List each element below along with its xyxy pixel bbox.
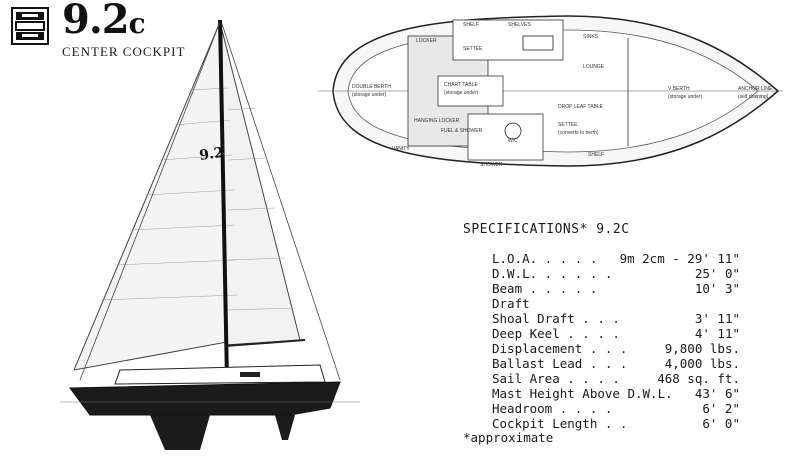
plan-label-v-berth-sub: (storage under) <box>668 94 703 100</box>
spec-label: Headroom . . . . <box>492 401 613 416</box>
backstay <box>221 23 341 381</box>
plan-label-drop-leaf-table: DROP LEAF TABLE <box>558 104 604 110</box>
plan-label-fuel-shower: FUEL & SHOWER <box>441 128 483 134</box>
hull-plan-outline <box>318 15 783 167</box>
plan-label-lounge: LOUNGE <box>583 64 605 70</box>
sail-number: 9.2 <box>198 145 224 164</box>
plan-label-double-berth: DOUBLE BERTH <box>352 84 391 90</box>
brand-logo <box>11 7 49 45</box>
plan-label-settee-2: SETTEE <box>558 122 578 128</box>
specifications-list: L.O.A. . . . .9m 2cm - 29' 11"D.W.L. . .… <box>492 251 740 431</box>
interior-plan: LOCKER SHELF SETTEE SHELVES SINKS DOUBLE… <box>318 6 783 176</box>
spec-value: 10' 3" <box>694 281 740 296</box>
sail-plan-drawing: 9.2 <box>60 19 360 450</box>
spec-row: D.W.L. . . . . . 25' 0" <box>492 266 740 281</box>
spec-label: Deep Keel . . . . <box>492 326 620 341</box>
spec-label: L.O.A. . . . . <box>492 251 598 266</box>
spec-value: 6' 0" <box>702 416 740 431</box>
specifications-footnote: *approximate <box>463 430 554 445</box>
plan-label-locker: LOCKER <box>416 38 437 44</box>
spec-label: Displacement . . . <box>492 341 628 356</box>
keel <box>150 415 210 450</box>
wc-bowl <box>504 122 522 140</box>
main-sail <box>221 29 301 346</box>
plan-label-sinks: SINKS <box>583 34 599 40</box>
plan-label-v-berth: V BERTH <box>668 86 690 92</box>
spec-label: Ballast Lead . . . <box>492 356 628 371</box>
spec-row: Mast Height Above D.W.L. 43' 6" <box>492 386 740 401</box>
plan-label-chart-table: CHART TABLE <box>444 82 478 88</box>
spec-row: Headroom . . . . 6' 2" <box>492 401 740 416</box>
cabin-top <box>114 364 326 385</box>
spec-label: Shoal Draft . . . <box>492 311 620 326</box>
head <box>467 113 544 161</box>
model-suffix: c <box>128 7 146 40</box>
porthole <box>240 372 260 377</box>
plan-label-hanging-locker: HANGING LOCKER <box>414 118 460 124</box>
spec-row: Cockpit Length . . 6' 0" <box>492 416 740 431</box>
spec-value: 6' 2" <box>702 401 740 416</box>
plan-label-settee-2-sub: (converts to berth) <box>558 130 599 136</box>
hull <box>69 381 341 416</box>
sink-basin <box>522 35 554 51</box>
spec-value: 468 sq. ft. <box>657 371 740 386</box>
spec-value: 4' 11" <box>694 326 740 341</box>
spec-value: 3' 11" <box>694 311 740 326</box>
spec-value: 4,000 lbs. <box>664 356 740 371</box>
model-logo: 9.2c <box>62 0 146 43</box>
plan-label-shelf: SHELF <box>463 22 480 28</box>
plan-label-anchor-line: ANCHOR LINE <box>738 86 773 92</box>
spec-row: L.O.A. . . . . 9m 2cm - 29' 11" <box>492 251 740 266</box>
plan-label-wc: W/C <box>508 138 518 144</box>
spec-value: 43' 6" <box>694 386 740 401</box>
spec-row: Beam . . . . . 10' 3" <box>492 281 740 296</box>
model-number: 9.2 <box>62 0 130 43</box>
spec-row: Deep Keel . . . . 4' 11" <box>492 326 740 341</box>
specifications-title: SPECIFICATIONS* 9.2C <box>463 222 630 237</box>
plan-label-shelf-2: SHELF <box>588 152 605 158</box>
spec-label: D.W.L. . . . . . <box>492 266 613 281</box>
boom <box>224 339 306 347</box>
spec-value: 9m 2cm - 29' 11" <box>619 251 740 266</box>
spec-row: Shoal Draft . . . 3' 11" <box>492 311 740 326</box>
spec-label: Sail Area . . . . <box>492 371 620 386</box>
spec-label: Mast Height Above D.W.L. <box>492 386 673 401</box>
plan-label-double-berth-sub: (storage under) <box>352 92 387 98</box>
page-subtitle: CENTER COCKPIT <box>62 44 186 59</box>
spec-row: Sail Area . . . . 468 sq. ft. <box>492 371 740 386</box>
plan-label-chart-table-sub: (storage under) <box>444 90 479 96</box>
plan-label-anchor-line-sub: (self draining) <box>738 94 769 100</box>
plan-label-shower: SHOWER <box>480 162 503 168</box>
spec-value: 25' 0" <box>694 266 740 281</box>
chart-table <box>437 75 504 107</box>
spec-label: Beam . . . . . <box>492 281 598 296</box>
forestay <box>79 21 221 381</box>
plan-label-settee: SETTEE <box>463 46 483 52</box>
plan-label-shelves: SHELVES <box>508 22 531 28</box>
spec-label: Cockpit Length . . <box>492 416 628 431</box>
spec-label: Draft <box>492 296 530 311</box>
mast <box>218 19 229 381</box>
plan-label-vanity: VANITY <box>392 146 410 152</box>
spec-row: Draft <box>492 296 740 311</box>
spec-row: Ballast Lead . . . 4,000 lbs. <box>492 356 740 371</box>
jib-sail <box>73 21 239 371</box>
spec-row: Displacement . . . 9,800 lbs. <box>492 341 740 356</box>
rudder <box>275 415 295 440</box>
spec-value: 9,800 lbs. <box>664 341 740 356</box>
